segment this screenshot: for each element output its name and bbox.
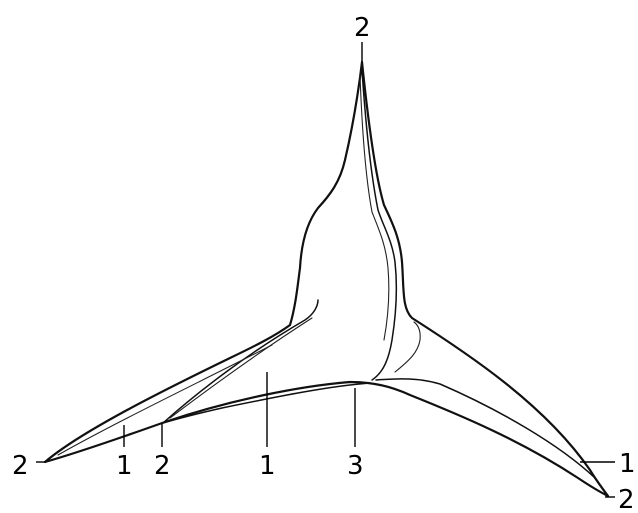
label-right-arm: 1 <box>619 449 636 479</box>
label-center-arm: 1 <box>259 451 276 481</box>
label-left-fold-tip: 2 <box>154 451 171 481</box>
label-right-spine-tip: 2 <box>618 485 635 513</box>
label-left-arm: 1 <box>116 451 133 481</box>
label-bottom-center: 3 <box>347 451 364 481</box>
label-left-spine-tip: 2 <box>12 451 29 481</box>
body-outline <box>45 62 608 496</box>
label-top-spine: 2 <box>354 13 371 43</box>
